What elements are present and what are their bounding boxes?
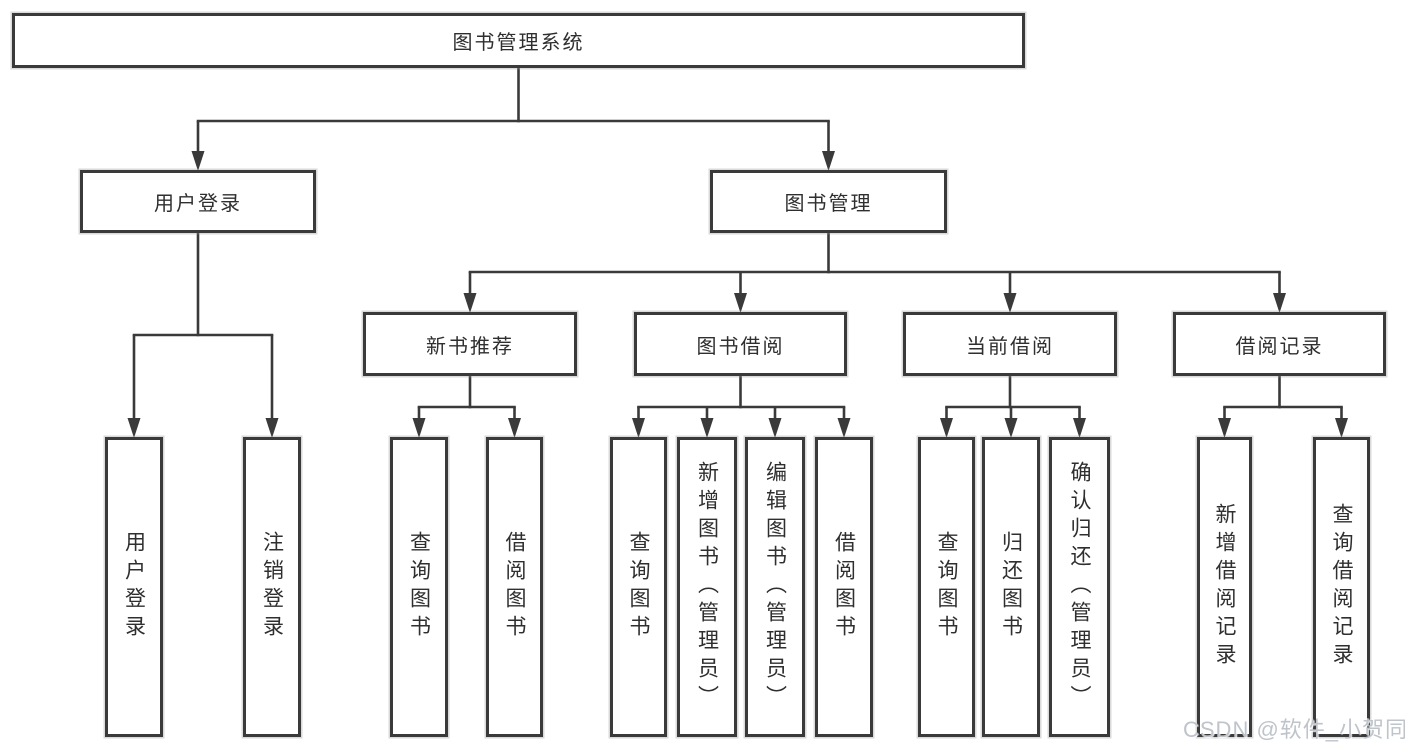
arrowhead-down-icon <box>191 151 205 171</box>
arrowhead-down-icon <box>1003 293 1017 313</box>
arrowhead-down-icon <box>1273 293 1286 313</box>
node-label: 新书推荐 <box>426 335 514 358</box>
node-label: 借阅记录 <box>1235 335 1324 358</box>
node-label: 借阅图书 <box>832 531 856 643</box>
arrowhead-down-icon <box>1004 418 1018 438</box>
node-label: 查询图书 <box>935 531 959 643</box>
node-label: 确认归还（管理员） <box>1068 461 1092 713</box>
node-bb-edit-books: 编辑图书（管理员） <box>745 437 805 737</box>
node-nb-borrow-books: 借阅图书 <box>486 437 543 737</box>
node-cb-confirm-return: 确认归还（管理员） <box>1049 437 1110 737</box>
node-bb-add-books: 新增图书（管理员） <box>677 437 737 737</box>
node-cb-query-books: 查询图书 <box>918 437 975 737</box>
node-label: 新增借阅记录 <box>1213 503 1237 671</box>
node-label: 借阅图书 <box>503 531 527 643</box>
node-cb-return-books: 归还图书 <box>982 437 1040 737</box>
node-label: 查询图书 <box>627 531 651 643</box>
csdn-watermark: CSDN @软件_小贺同学 <box>1183 717 1405 742</box>
arrowhead-down-icon <box>768 418 782 438</box>
node-book-borrow: 图书借阅 <box>634 312 847 376</box>
node-br-add-record: 新增借阅记录 <box>1197 437 1252 737</box>
arrowhead-down-icon <box>1335 418 1348 438</box>
node-leaf-user-login: 用户登录 <box>105 437 163 737</box>
node-bb-borrow-books: 借阅图书 <box>815 437 873 737</box>
node-label: 查询图书 <box>407 531 431 643</box>
node-bb-query-books: 查询图书 <box>610 437 667 737</box>
arrowhead-down-icon <box>1073 418 1086 438</box>
node-label: 注销登录 <box>260 531 284 643</box>
arrowhead-down-icon <box>1218 418 1231 438</box>
arrowhead-down-icon <box>940 418 953 438</box>
arrowhead-down-icon <box>265 418 279 438</box>
node-book-mgmt: 图书管理 <box>710 170 947 233</box>
arrowhead-down-icon <box>837 418 851 438</box>
node-leaf-logout: 注销登录 <box>243 437 301 737</box>
node-label: 图书借阅 <box>696 335 785 358</box>
node-label: 新增图书（管理员） <box>695 461 719 713</box>
node-label: 编辑图书（管理员） <box>763 461 787 713</box>
arrowhead-down-icon <box>508 418 521 438</box>
node-label: 当前借阅 <box>966 335 1054 358</box>
node-label: 图书管理系统 <box>452 32 585 54</box>
node-label: 用户登录 <box>154 193 242 215</box>
node-borrow-records: 借阅记录 <box>1173 312 1386 376</box>
arrowhead-down-icon <box>700 418 714 438</box>
node-nb-query-books: 查询图书 <box>390 437 448 737</box>
node-user-login: 用户登录 <box>80 170 316 233</box>
node-label: 归还图书 <box>999 531 1023 643</box>
arrowhead-down-icon <box>463 293 477 313</box>
node-new-book-recommend: 新书推荐 <box>363 312 577 376</box>
node-current-borrow: 当前借阅 <box>903 312 1117 376</box>
node-root: 图书管理系统 <box>12 13 1025 68</box>
node-label: 查询借阅记录 <box>1330 503 1354 671</box>
node-label: 图书管理 <box>784 193 873 215</box>
arrowhead-down-icon <box>632 418 645 438</box>
node-br-query-record: 查询借阅记录 <box>1313 437 1370 737</box>
node-label: 用户登录 <box>122 531 146 643</box>
arrowhead-down-icon <box>412 418 426 438</box>
arrowhead-down-icon <box>734 293 747 313</box>
arrowhead-down-icon <box>127 418 141 438</box>
arrowhead-down-icon <box>822 151 835 171</box>
